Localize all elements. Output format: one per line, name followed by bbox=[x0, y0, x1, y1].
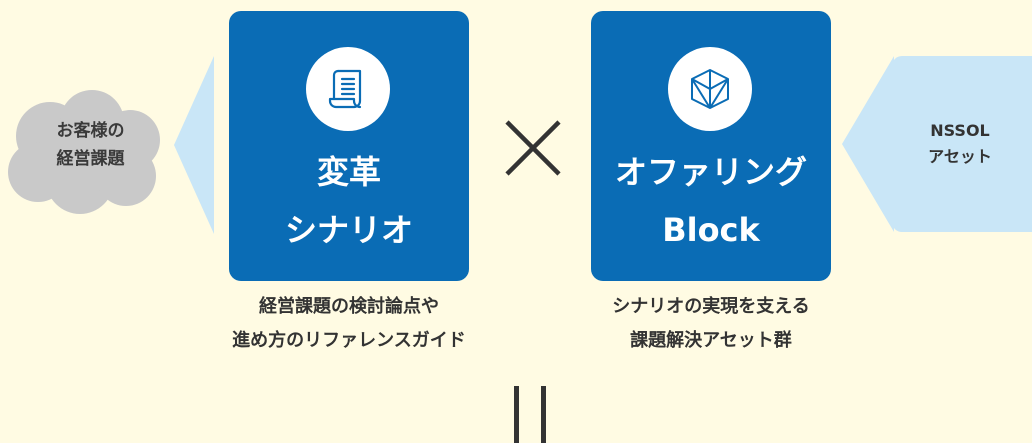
right-card-title-2: Block bbox=[662, 211, 760, 249]
nssol-asset-panel bbox=[892, 56, 1032, 232]
right-caption-2: 課題解決アセット群 bbox=[630, 330, 792, 351]
left-caption-2: 進め方のリファレンスガイド bbox=[232, 330, 466, 351]
nssol-asset-label: NSSOL アセット bbox=[900, 118, 1020, 170]
customer-issue-label: お客様の 経営課題 bbox=[18, 117, 163, 173]
offering-block-card: オファリング Block bbox=[591, 11, 831, 281]
nssol-line-2: アセット bbox=[928, 147, 992, 166]
customer-line-1: お客様の bbox=[56, 121, 125, 141]
customer-cloud bbox=[8, 90, 160, 214]
right-arrow-shape bbox=[842, 56, 894, 232]
right-caption: シナリオの実現を支える 課題解決アセット群 bbox=[555, 290, 867, 358]
equals-icon bbox=[514, 386, 546, 443]
scroll-badge bbox=[306, 47, 390, 131]
left-arrow-shape bbox=[174, 56, 214, 234]
cube-icon bbox=[691, 69, 729, 109]
nssol-line-1: NSSOL bbox=[930, 121, 990, 140]
multiply-icon bbox=[505, 120, 561, 176]
right-card-title-1: オファリング bbox=[614, 153, 807, 191]
scroll-document-icon bbox=[328, 69, 362, 109]
customer-line-2: 経営課題 bbox=[56, 149, 125, 169]
right-caption-1: シナリオの実現を支える bbox=[612, 296, 810, 317]
cube-badge bbox=[668, 47, 752, 131]
left-card-title-2: シナリオ bbox=[284, 211, 413, 249]
left-card-title-1: 変革 bbox=[316, 153, 381, 191]
left-caption-1: 経営課題の検討論点や bbox=[259, 296, 439, 317]
left-caption: 経営課題の検討論点や 進め方のリファレンスガイド bbox=[190, 290, 508, 358]
transformation-scenario-card: 変革 シナリオ bbox=[229, 11, 469, 281]
